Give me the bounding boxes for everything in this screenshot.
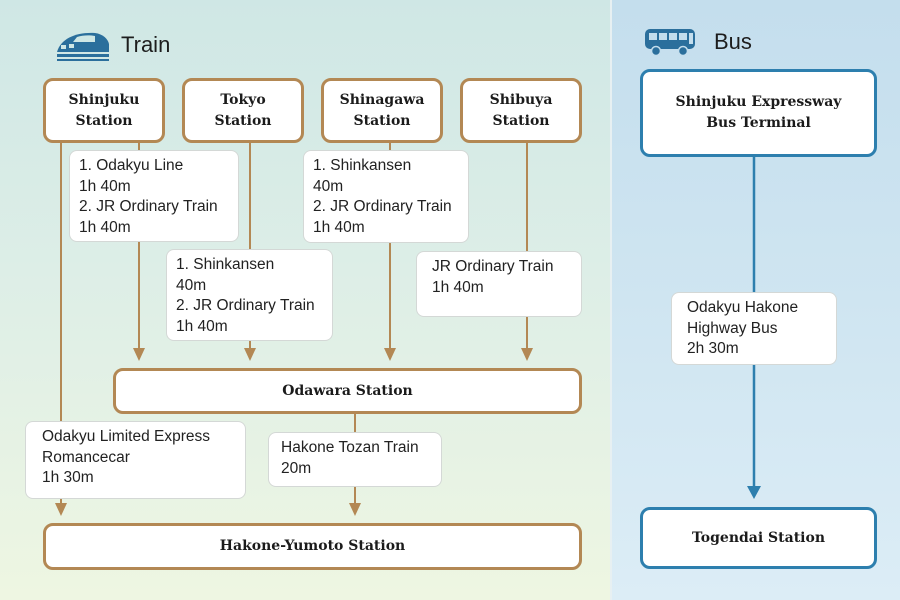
station-tokyo: Tokyo Station <box>182 78 304 143</box>
arrow-shinagawa-odawara <box>384 348 396 361</box>
station-shibuya: Shibuya Station <box>460 78 582 143</box>
bus-heading: Bus <box>714 29 752 54</box>
route-line: JR Ordinary Train <box>432 258 554 275</box>
route-line: 2. JR Ordinary Train <box>313 198 452 215</box>
route-line: Odakyu Limited Express <box>42 428 210 445</box>
route-terminal-togendai: Odakyu Hakone Highway Bus 2h 30m <box>671 292 837 365</box>
route-shinjuku-odawara: 1. Odakyu Line 1h 40m 2. JR Ordinary Tra… <box>69 150 239 242</box>
train-heading: Train <box>121 32 171 57</box>
route-line: 1h 40m <box>313 218 365 236</box>
bus-icon <box>645 29 695 57</box>
route-line: 40m <box>176 276 207 294</box>
route-tokyo-odawara: 1. Shinkansen 40m 2. JR Ordinary Train 1… <box>166 249 333 341</box>
station-shinagawa: Shinagawa Station <box>321 78 443 143</box>
arrow-shinjuku-odawara <box>133 348 145 361</box>
arrow-odawara-hakone <box>349 503 361 516</box>
station-bus-terminal: Shinjuku Expressway Bus Terminal <box>640 69 877 157</box>
arrow-terminal-togendai <box>747 486 761 499</box>
route-line: 1. Shinkansen <box>176 256 275 273</box>
route-line: 1. Odakyu Line <box>79 157 184 174</box>
arrow-shibuya-odawara <box>521 348 533 361</box>
route-line: Highway Bus <box>687 319 778 337</box>
route-line: 40m <box>313 177 344 195</box>
route-line: Romancecar <box>42 448 130 466</box>
train-icon <box>57 32 109 61</box>
arrow-tokyo-odawara <box>244 348 256 361</box>
route-line: 20m <box>281 459 312 477</box>
route-line: 1. Shinkansen <box>313 157 412 174</box>
route-line: 2. JR Ordinary Train <box>79 198 218 215</box>
route-line: 2. JR Ordinary Train <box>176 297 315 314</box>
station-shinjuku: Shinjuku Station <box>43 78 165 143</box>
route-line: 1h 40m <box>432 278 484 296</box>
route-line: Hakone Tozan Train <box>281 439 419 456</box>
route-line: 1h 40m <box>176 317 228 335</box>
route-shinjuku-hakone: Odakyu Limited Express Romancecar 1h 30m <box>25 421 246 499</box>
route-shinagawa-odawara: 1. Shinkansen 40m 2. JR Ordinary Train 1… <box>303 150 469 243</box>
arrow-shinjuku-hakone <box>55 503 67 516</box>
route-line: 2h 30m <box>687 340 739 357</box>
route-line: 1h 40m <box>79 177 131 195</box>
train-header: Train <box>55 28 170 62</box>
route-odawara-hakone: Hakone Tozan Train 20m <box>268 432 442 487</box>
station-odawara: Odawara Station <box>113 368 582 414</box>
route-line: Odakyu Hakone <box>687 299 799 316</box>
station-togendai: Togendai Station <box>640 507 877 569</box>
station-hakone-yumoto: Hakone-Yumoto Station <box>43 523 582 570</box>
route-line: 1h 30m <box>42 469 94 486</box>
route-line: 1h 40m <box>79 218 131 236</box>
route-shibuya-odawara: JR Ordinary Train 1h 40m <box>416 251 582 317</box>
bus-header: Bus <box>644 27 752 57</box>
